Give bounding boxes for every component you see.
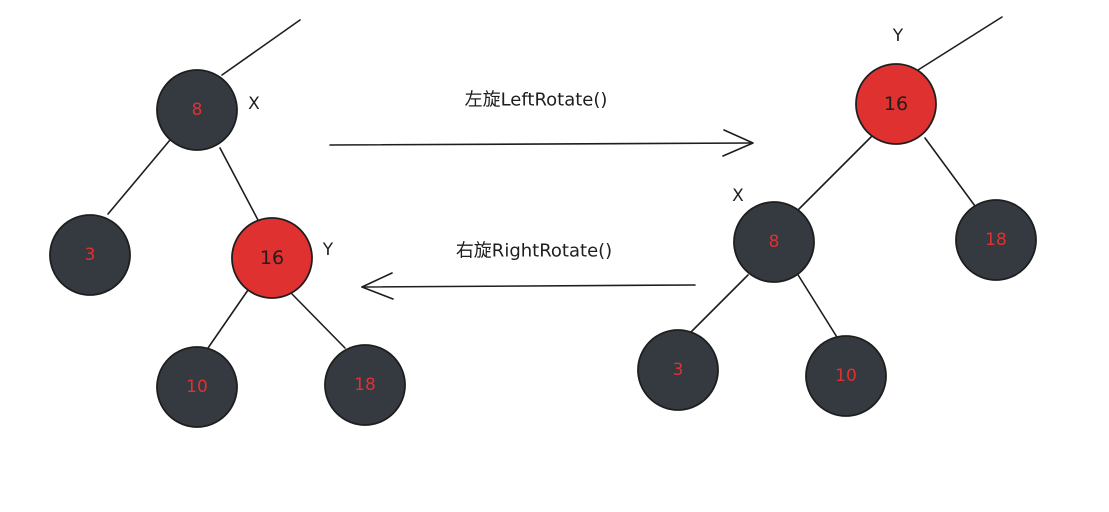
right-node-10: 10 [805, 335, 887, 417]
left-node-8-value: 8 [192, 100, 203, 120]
left-edge-16-18 [291, 293, 346, 349]
right-node-8-value: 8 [769, 232, 780, 252]
right-node-18: 18 [955, 199, 1037, 281]
right-node-3-value: 3 [673, 360, 684, 380]
left-rotate-label: 左旋LeftRotate() [465, 90, 608, 111]
left-node-10: 10 [156, 346, 238, 428]
left-edge-parent-8 [221, 19, 301, 76]
left-tree: 8 3 16 10 18 X Y [49, 69, 406, 428]
left-node-3-value: 3 [85, 245, 96, 265]
left-tree-edges [107, 19, 346, 349]
left-node-10-value: 10 [186, 377, 208, 397]
right-x-label: X [732, 186, 744, 206]
left-edge-8-3 [107, 139, 171, 215]
left-x-label: X [248, 94, 260, 114]
left-node-3: 3 [49, 214, 131, 296]
right-edge-16-8 [795, 135, 873, 213]
left-rotate-arrow [329, 129, 754, 157]
right-edge-16-18 [924, 137, 976, 207]
right-rotate-arrow [361, 272, 696, 300]
right-y-label: Y [892, 26, 904, 46]
left-node-18-value: 18 [354, 375, 376, 395]
right-edge-8-3 [687, 274, 749, 336]
right-edge-8-10 [789, 261, 841, 343]
right-rotate-label: 右旋RightRotate() [456, 241, 612, 262]
left-node-8: 8 [156, 69, 238, 151]
left-edge-16-10 [207, 289, 249, 349]
right-node-16: 16 [855, 63, 937, 145]
left-node-18: 18 [324, 344, 406, 426]
right-node-18-value: 18 [985, 230, 1007, 250]
right-node-10-value: 10 [835, 366, 857, 386]
right-tree: 16 8 18 3 10 Y X [637, 26, 1037, 417]
right-tree-edges [687, 16, 1003, 343]
left-node-16-value: 16 [260, 247, 284, 269]
left-node-16: 16 [231, 217, 313, 299]
right-node-3: 3 [637, 329, 719, 411]
right-node-16-value: 16 [884, 93, 908, 115]
left-y-label: Y [322, 240, 334, 260]
right-edge-parent-16 [917, 16, 1003, 71]
right-node-8: 8 [733, 201, 815, 283]
left-edge-8-16 [219, 147, 259, 221]
